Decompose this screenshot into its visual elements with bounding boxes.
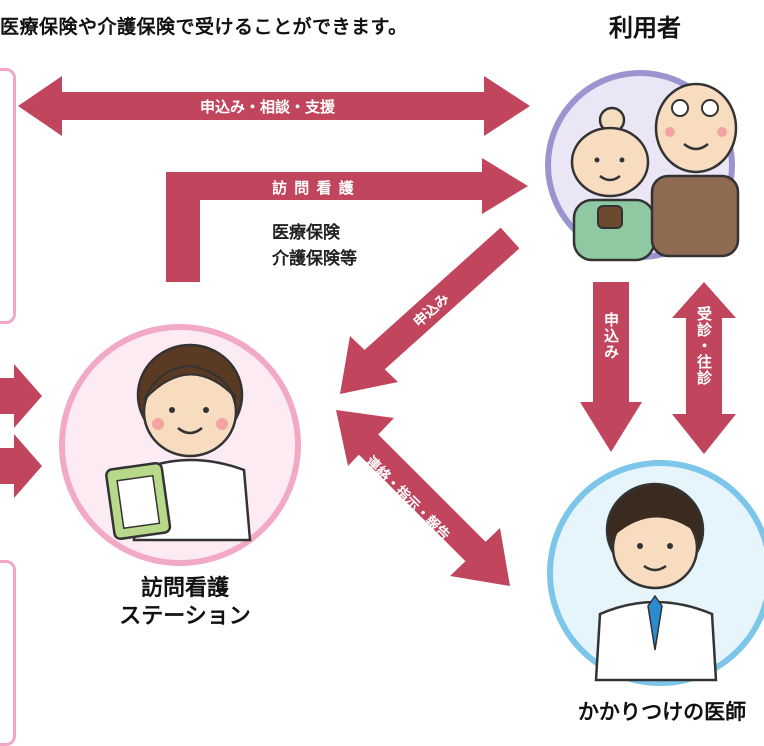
arrow-station-doctor-contact [336,410,510,586]
side-panel-top [0,68,16,324]
label-user-to-doctor: 申込み [602,312,620,360]
insurance-line-2: 介護保険等 [272,249,357,269]
arrow-left-in-2 [0,434,42,498]
arrow-left-in-1 [0,364,42,428]
arrow-user-to-station [340,227,520,394]
station-title-line2: ステーション [119,604,251,629]
doctor-title: かかりつけの医師 [577,700,747,724]
arrow-home-visit [166,158,528,282]
grandmother-illustration [570,106,656,262]
label-apply-consult-support: 申込み・相談・支援 [200,98,336,116]
user-node [545,70,740,262]
arrow-user-to-doctor [580,282,642,452]
doctor-node [547,460,764,686]
station-title-line1: 訪問看護 [140,576,229,601]
label-consult-housecall: 受診・往診 [695,306,713,386]
station-node [59,324,301,566]
nurse-illustration [105,343,252,542]
diagram-canvas [0,70,764,686]
arrow-apply-consult-support [18,76,530,136]
insurance-line-1: 医療保険 [272,223,340,243]
arrow-consult-housecall [672,282,736,454]
label-home-visit: 訪 問 看 護 [272,179,355,197]
user-title: 利用者 [609,14,681,42]
grandfather-illustration [650,82,740,258]
doctor-illustration [594,482,718,682]
page-heading: 医療保険や介護保険で受けることができます。 [0,16,408,38]
